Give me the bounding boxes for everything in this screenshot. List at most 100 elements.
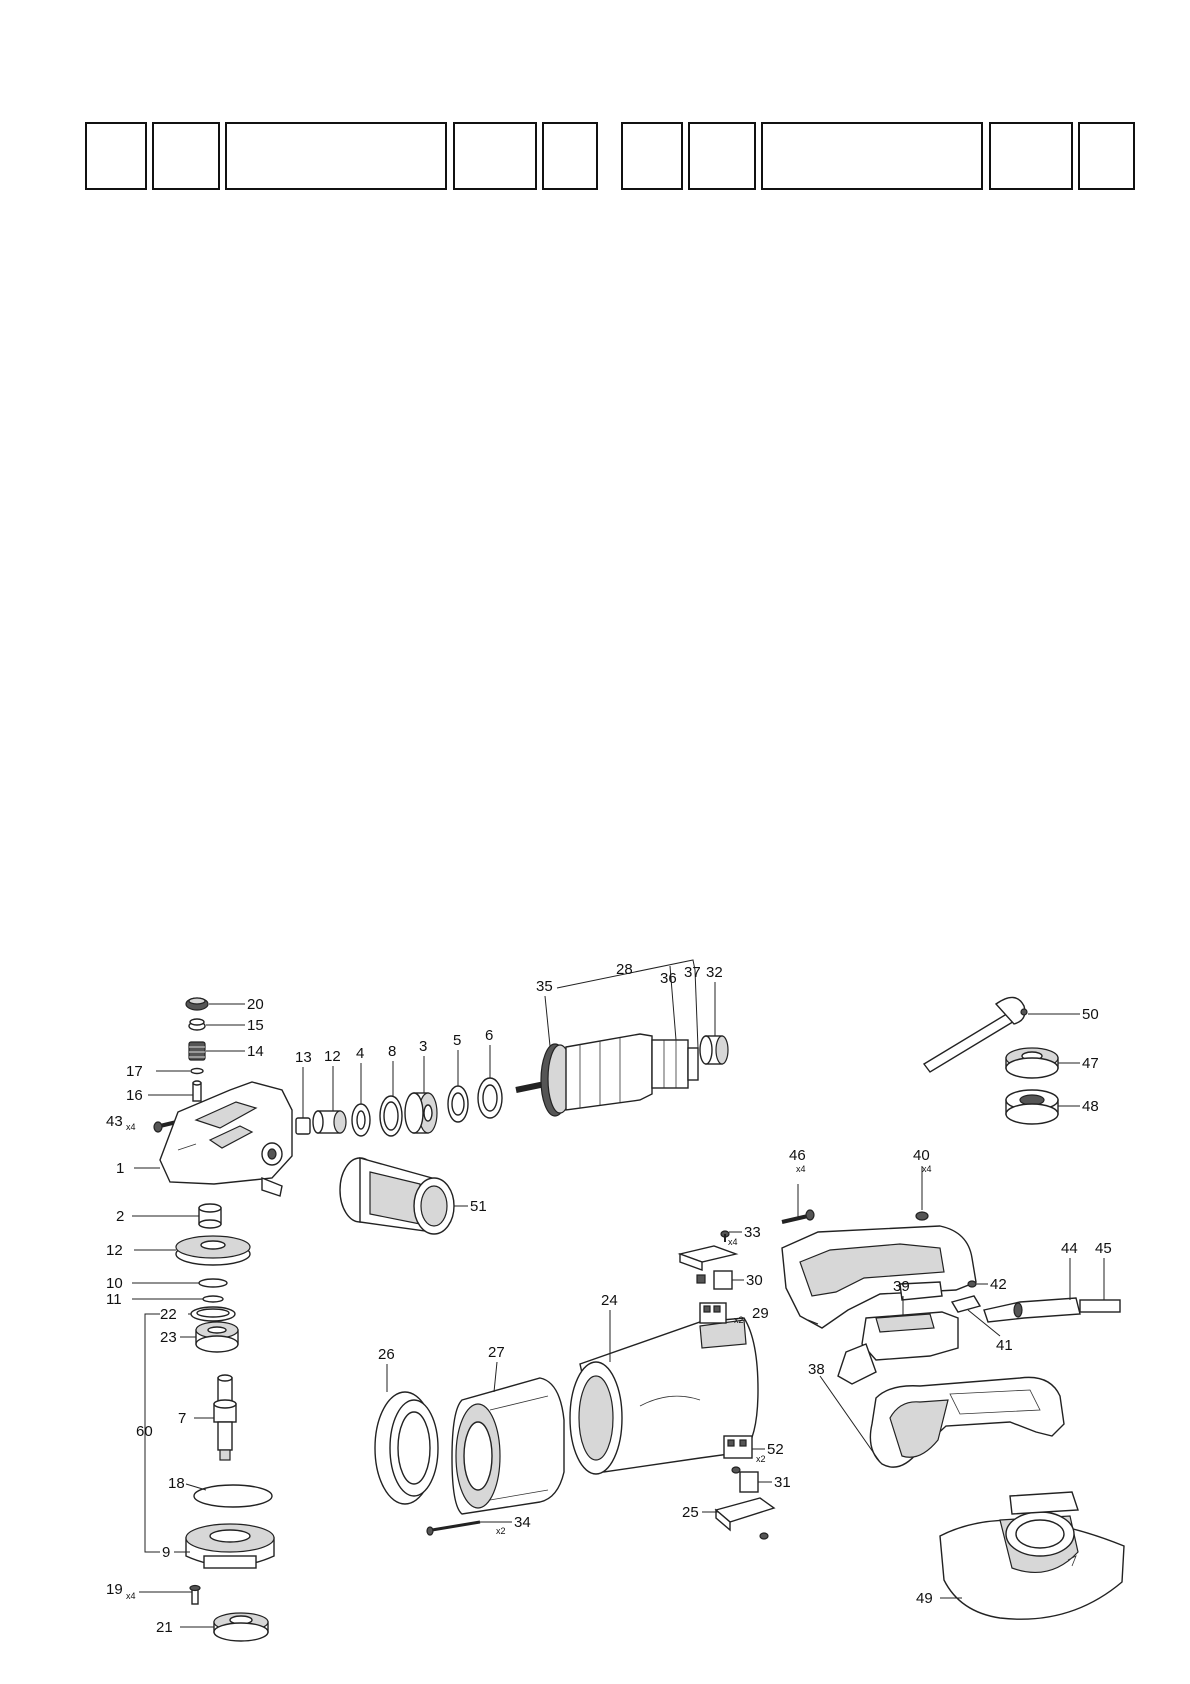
qty-40: x4 <box>922 1164 932 1174</box>
part-22-retaining-ring <box>190 1306 236 1322</box>
callout-1: 1 <box>116 1160 124 1177</box>
table-cell <box>85 122 147 190</box>
callout-60: 60 <box>136 1423 153 1440</box>
callout-42: 42 <box>990 1276 1007 1293</box>
callout-47: 47 <box>1082 1055 1099 1072</box>
callout-43: 43 <box>106 1113 123 1130</box>
table-cell <box>1078 122 1135 190</box>
part-28-armature <box>515 1033 699 1117</box>
qty-34: x2 <box>496 1526 506 1536</box>
part-21-flange <box>213 1612 269 1642</box>
callout-24: 24 <box>601 1292 618 1309</box>
callout-3: 3 <box>419 1038 427 1055</box>
part-5-washer <box>447 1085 469 1123</box>
callout-20: 20 <box>247 996 264 1013</box>
callout-49: 49 <box>916 1590 933 1607</box>
part-25-brush-cover <box>714 1497 776 1540</box>
callout-12-lower: 12 <box>106 1242 123 1259</box>
table-cell <box>152 122 220 190</box>
callout-51: 51 <box>470 1198 487 1215</box>
part-47-flange-nut <box>1005 1047 1059 1079</box>
bracket-60 <box>144 1313 160 1553</box>
callout-22: 22 <box>160 1306 177 1323</box>
part-38-handle-cover <box>869 1376 1065 1468</box>
parts-list-header-table <box>0 0 1190 200</box>
part-42-screw <box>967 1280 977 1288</box>
part-7-spindle <box>213 1374 237 1461</box>
table-cell <box>542 122 598 190</box>
part-51-side-handle <box>339 1157 455 1235</box>
part-2-bushing <box>198 1203 222 1229</box>
table-cell <box>989 122 1073 190</box>
part-20-cap <box>185 997 209 1011</box>
qty-33: x4 <box>728 1237 738 1247</box>
callout-33: 33 <box>744 1224 761 1241</box>
part-1-gear-housing <box>159 1081 293 1197</box>
part-32-bearing <box>699 1035 729 1065</box>
part-44-cord-guard <box>983 1297 1081 1323</box>
part-24-motor-housing <box>569 1317 759 1475</box>
part-13-nut <box>295 1117 311 1135</box>
part-6-retaining-ring <box>477 1077 503 1119</box>
callout-40: 40 <box>913 1147 930 1164</box>
part-45-power-cord <box>1079 1299 1121 1313</box>
part-12-pinion <box>312 1110 347 1134</box>
part-33-screw <box>720 1230 730 1242</box>
part-11-washer <box>202 1295 224 1303</box>
callout-9: 9 <box>162 1544 170 1561</box>
part-50-spanner-wrench <box>922 996 1028 1073</box>
callout-6: 6 <box>485 1027 493 1044</box>
part-40-screw <box>915 1211 929 1221</box>
part-29-brush-holder <box>699 1302 727 1324</box>
callout-19: 19 <box>106 1581 123 1598</box>
part-49-wheel-guard <box>939 1491 1125 1620</box>
part-12-gear <box>175 1235 251 1266</box>
callout-23: 23 <box>160 1329 177 1346</box>
part-23-bearing <box>195 1321 239 1353</box>
callout-39: 39 <box>893 1278 910 1295</box>
part-48-flange <box>1005 1089 1059 1125</box>
qty-29: x2 <box>734 1315 744 1325</box>
callout-35: 35 <box>536 978 553 995</box>
part-39-switch <box>837 1311 959 1385</box>
callout-12-upper: 12 <box>324 1048 341 1065</box>
part-18-o-ring <box>193 1484 273 1508</box>
part-46-screw <box>781 1209 815 1224</box>
part-8-sleeve <box>379 1095 403 1137</box>
qty-52: x2 <box>756 1454 766 1464</box>
qty-46: x4 <box>796 1164 806 1174</box>
callout-2: 2 <box>116 1208 124 1225</box>
callout-50: 50 <box>1082 1006 1099 1023</box>
table-cell <box>761 122 983 190</box>
callout-30: 30 <box>746 1272 763 1289</box>
callout-16: 16 <box>126 1087 143 1104</box>
callout-8: 8 <box>388 1043 396 1060</box>
callout-29: 29 <box>752 1305 769 1322</box>
part-9-bearing-flange <box>185 1523 275 1569</box>
table-cell <box>225 122 447 190</box>
callout-7: 7 <box>178 1410 186 1427</box>
callout-4: 4 <box>356 1045 364 1062</box>
callout-15: 15 <box>247 1017 264 1034</box>
callout-45: 45 <box>1095 1240 1112 1257</box>
bracket-28 <box>556 959 696 989</box>
callout-17: 17 <box>126 1063 143 1080</box>
callout-28: 28 <box>616 961 633 978</box>
part-34-screw <box>426 1520 481 1536</box>
part-52-brush-holder <box>723 1435 753 1474</box>
callout-31: 31 <box>774 1474 791 1491</box>
callout-38: 38 <box>808 1361 825 1378</box>
part-38-handle-housing <box>781 1225 977 1329</box>
callout-21: 21 <box>156 1619 173 1636</box>
callout-52: 52 <box>767 1441 784 1458</box>
part-14-spring <box>188 1041 206 1061</box>
callout-11: 11 <box>106 1291 122 1308</box>
callout-37: 37 <box>684 964 701 981</box>
callout-32: 32 <box>706 964 723 981</box>
callout-14: 14 <box>247 1043 264 1060</box>
table-cell <box>453 122 537 190</box>
part-4-ring <box>351 1103 371 1137</box>
part-16-pin <box>192 1080 202 1102</box>
part-10-washer <box>198 1278 228 1288</box>
callout-34: 34 <box>514 1514 531 1531</box>
